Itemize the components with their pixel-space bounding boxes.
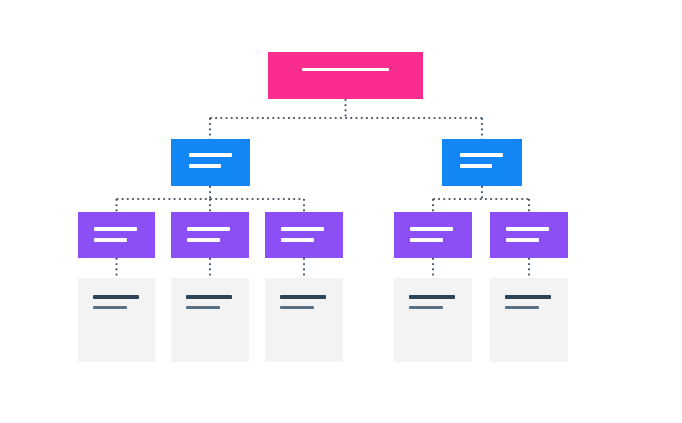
placeholder-line [189, 153, 232, 157]
page-card-1[interactable] [78, 278, 155, 362]
placeholder-lines [189, 153, 232, 168]
branch-node-1[interactable] [171, 139, 250, 186]
placeholder-line [506, 238, 539, 242]
placeholder-lines [506, 227, 549, 242]
placeholder-line [186, 295, 232, 299]
placeholder-line [505, 295, 551, 299]
placeholder-line [187, 227, 230, 231]
placeholder-line [94, 227, 137, 231]
placeholder-lines [186, 295, 232, 309]
leaf-node-2[interactable] [171, 212, 249, 258]
page-card-2[interactable] [171, 278, 249, 362]
branch-node-2[interactable] [442, 139, 522, 186]
placeholder-lines [268, 68, 423, 71]
placeholder-line [460, 164, 492, 168]
leaf-node-1[interactable] [78, 212, 155, 258]
page-card-3[interactable] [265, 278, 343, 362]
page-card-5[interactable] [490, 278, 568, 362]
placeholder-lines [94, 227, 137, 242]
placeholder-lines [93, 295, 139, 309]
placeholder-line [410, 238, 443, 242]
placeholder-line [506, 227, 549, 231]
placeholder-line [93, 295, 139, 299]
placeholder-line [94, 238, 127, 242]
placeholder-line [505, 306, 539, 309]
placeholder-line [186, 306, 220, 309]
placeholder-line [187, 238, 220, 242]
placeholder-line [189, 164, 221, 168]
page-card-4[interactable] [394, 278, 472, 362]
placeholder-lines [280, 295, 326, 309]
placeholder-line [460, 153, 503, 157]
leaf-node-4[interactable] [394, 212, 472, 258]
placeholder-line [281, 227, 324, 231]
placeholder-line [410, 227, 453, 231]
placeholder-lines [460, 153, 503, 168]
placeholder-lines [410, 227, 453, 242]
placeholder-lines [187, 227, 230, 242]
placeholder-lines [505, 295, 551, 309]
placeholder-lines [409, 295, 455, 309]
placeholder-line [280, 295, 326, 299]
placeholder-lines [281, 227, 324, 242]
placeholder-line [409, 306, 443, 309]
placeholder-line [280, 306, 314, 309]
leaf-node-5[interactable] [490, 212, 568, 258]
placeholder-line [281, 238, 314, 242]
placeholder-line [93, 306, 127, 309]
root-node[interactable] [268, 52, 423, 99]
placeholder-line [409, 295, 455, 299]
leaf-node-3[interactable] [265, 212, 343, 258]
placeholder-line [302, 68, 389, 71]
